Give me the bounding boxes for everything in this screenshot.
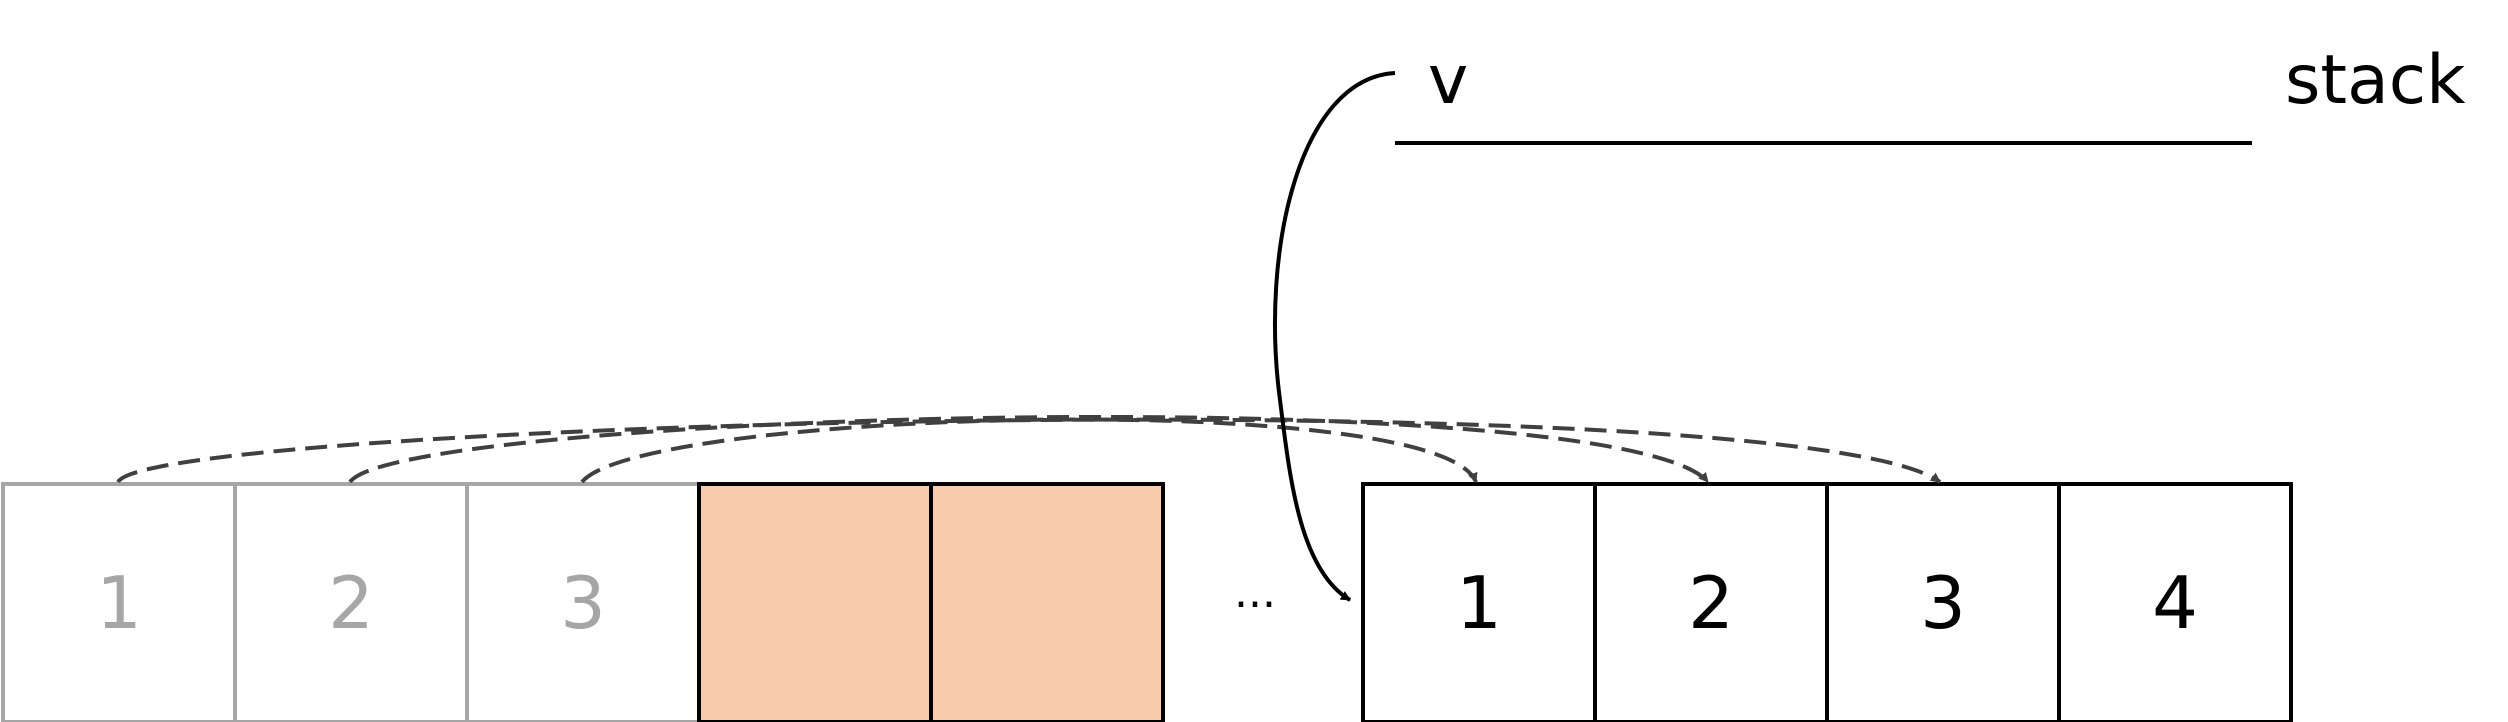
- copy-arrow-2: [348, 414, 1710, 484]
- old-cell-1: [1, 482, 237, 722]
- new-cell-label-1: 1: [1456, 561, 1502, 645]
- old-array: 1 2 3: [1, 482, 1165, 722]
- old-cell-4: [697, 482, 933, 722]
- variable-pointer: v stack: [1273, 41, 2466, 602]
- old-cell-label-1: 1: [96, 561, 142, 645]
- old-cell-2: [233, 482, 469, 722]
- new-cell-label-3: 3: [1920, 561, 1966, 645]
- old-cell-5: [929, 482, 1165, 722]
- new-array: 1 2 3 4: [1361, 482, 2293, 722]
- ellipsis-label: ...: [1234, 567, 1276, 618]
- new-cell-label-2: 2: [1688, 561, 1734, 645]
- old-cell-label-2: 2: [328, 561, 374, 645]
- old-cell-label-3: 3: [560, 561, 606, 645]
- copy-arrow-1: [116, 417, 1942, 484]
- new-cell-1: [1361, 482, 1597, 722]
- copy-arrow-3: [580, 417, 1478, 484]
- copy-arrows: [116, 414, 1942, 484]
- new-cell-3: [1825, 482, 2061, 722]
- new-cell-label-4: 4: [2152, 561, 2198, 645]
- pointer-arrow: [1273, 71, 1396, 602]
- new-cell-4: [2057, 482, 2293, 722]
- old-cell-3: [465, 482, 701, 722]
- stack-label: stack: [2285, 41, 2466, 120]
- variable-label: v: [1428, 41, 1468, 120]
- new-cell-2: [1593, 482, 1829, 722]
